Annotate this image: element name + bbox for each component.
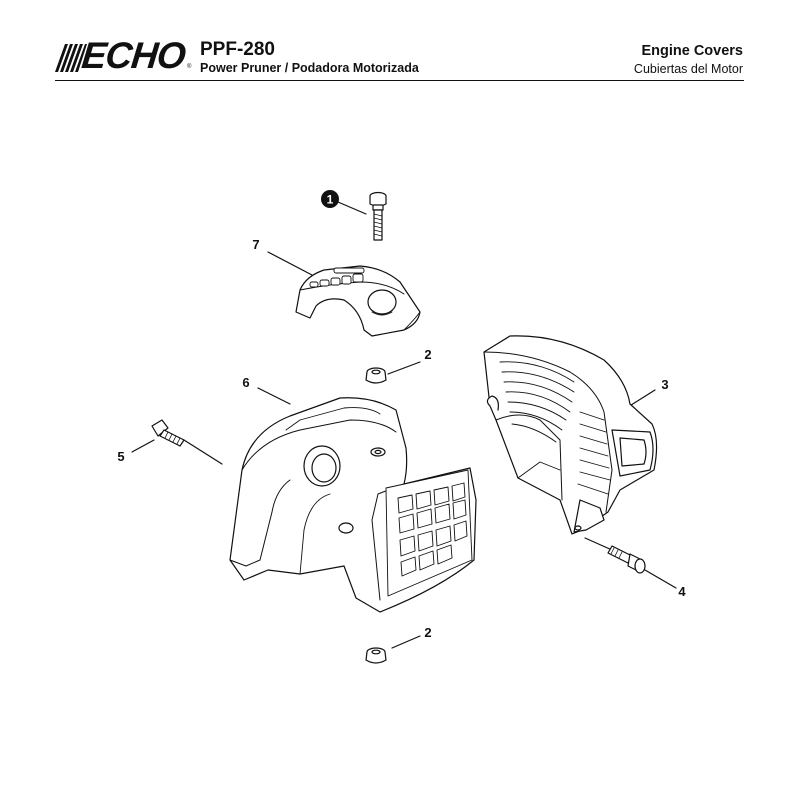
section-title: Engine Covers xyxy=(641,43,743,59)
logo-stripes-icon xyxy=(55,44,87,72)
callout-2-upper: 2 xyxy=(424,347,431,362)
callout-2-lower: 2 xyxy=(424,625,431,640)
registered-mark-icon: ® xyxy=(187,64,192,70)
callout-4: 4 xyxy=(678,584,686,599)
model-description: Power Pruner / Podadora Motorizada xyxy=(200,61,419,75)
section-title-spanish: Cubiertas del Motor xyxy=(633,62,743,76)
page-header: ECHO ® PPF-280 Power Pruner / Podadora M… xyxy=(0,0,800,90)
leader-lines xyxy=(131,201,677,649)
part-1-bolt xyxy=(369,191,387,241)
part-2-grommet-upper xyxy=(365,367,387,384)
callout-7: 7 xyxy=(252,237,259,252)
echo-logo: ECHO ® xyxy=(55,35,195,76)
callout-1-badge xyxy=(321,190,339,208)
part-7-top-cover xyxy=(295,265,421,337)
part-6-engine-cover xyxy=(229,397,477,613)
callout-1: 1 xyxy=(327,193,334,207)
part-5-bolt xyxy=(151,419,185,447)
header-divider xyxy=(55,80,744,82)
part-3-muffler-cover xyxy=(483,335,658,535)
callout-3: 3 xyxy=(661,377,668,392)
model-number: PPF-280 xyxy=(200,39,275,60)
part-4-bolt xyxy=(607,545,646,574)
callout-labels: 1 7 2 6 3 5 4 2 xyxy=(117,190,686,640)
callout-6: 6 xyxy=(242,375,249,390)
part-2-grommet-lower xyxy=(365,647,387,664)
callout-5: 5 xyxy=(117,449,124,464)
